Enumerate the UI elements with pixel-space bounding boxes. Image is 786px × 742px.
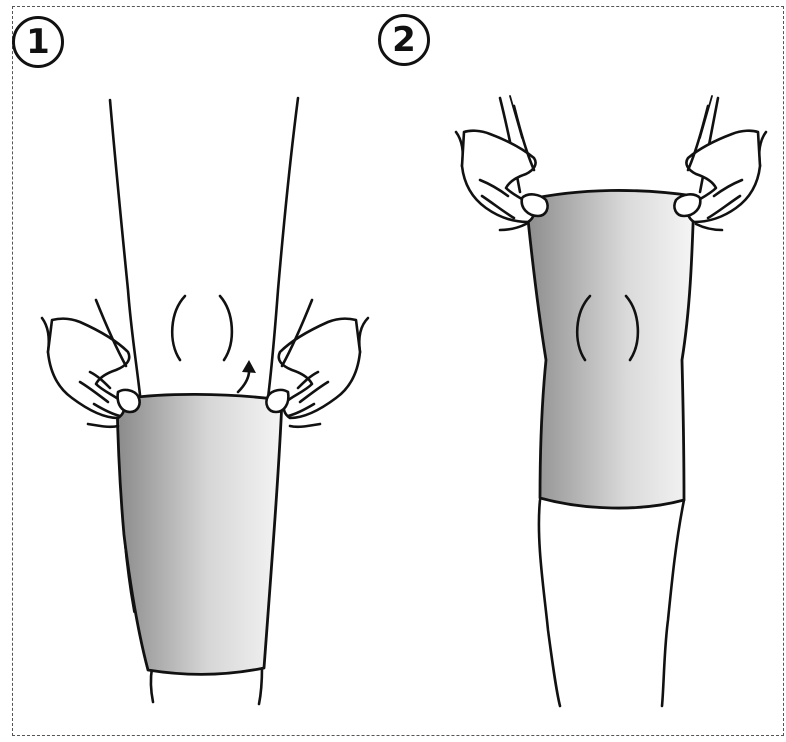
step-2-knee-sleeve — [526, 190, 694, 508]
step-1-right-hand — [266, 300, 368, 427]
step-2-shin-right — [662, 500, 684, 706]
step-2-badge: 2 — [378, 14, 430, 66]
step-1-shin-left — [151, 668, 153, 702]
step-2-figure — [456, 96, 766, 706]
step-2-right-hand — [674, 106, 766, 230]
step-1-shin-right — [259, 668, 262, 704]
step-2-left-hand — [456, 106, 548, 230]
step-2-number: 2 — [392, 23, 416, 57]
step-1-kneecap-left — [172, 296, 185, 360]
step-1-kneecap-right — [220, 296, 232, 360]
up-arrow-icon — [238, 360, 256, 392]
step-1-left-hand — [42, 300, 140, 427]
step-1-knee-sleeve — [117, 394, 282, 674]
step-2-shin-left — [539, 500, 560, 706]
step-1-figure — [42, 98, 368, 704]
step-1-number: 1 — [26, 25, 50, 59]
step-1-badge: 1 — [12, 16, 64, 68]
